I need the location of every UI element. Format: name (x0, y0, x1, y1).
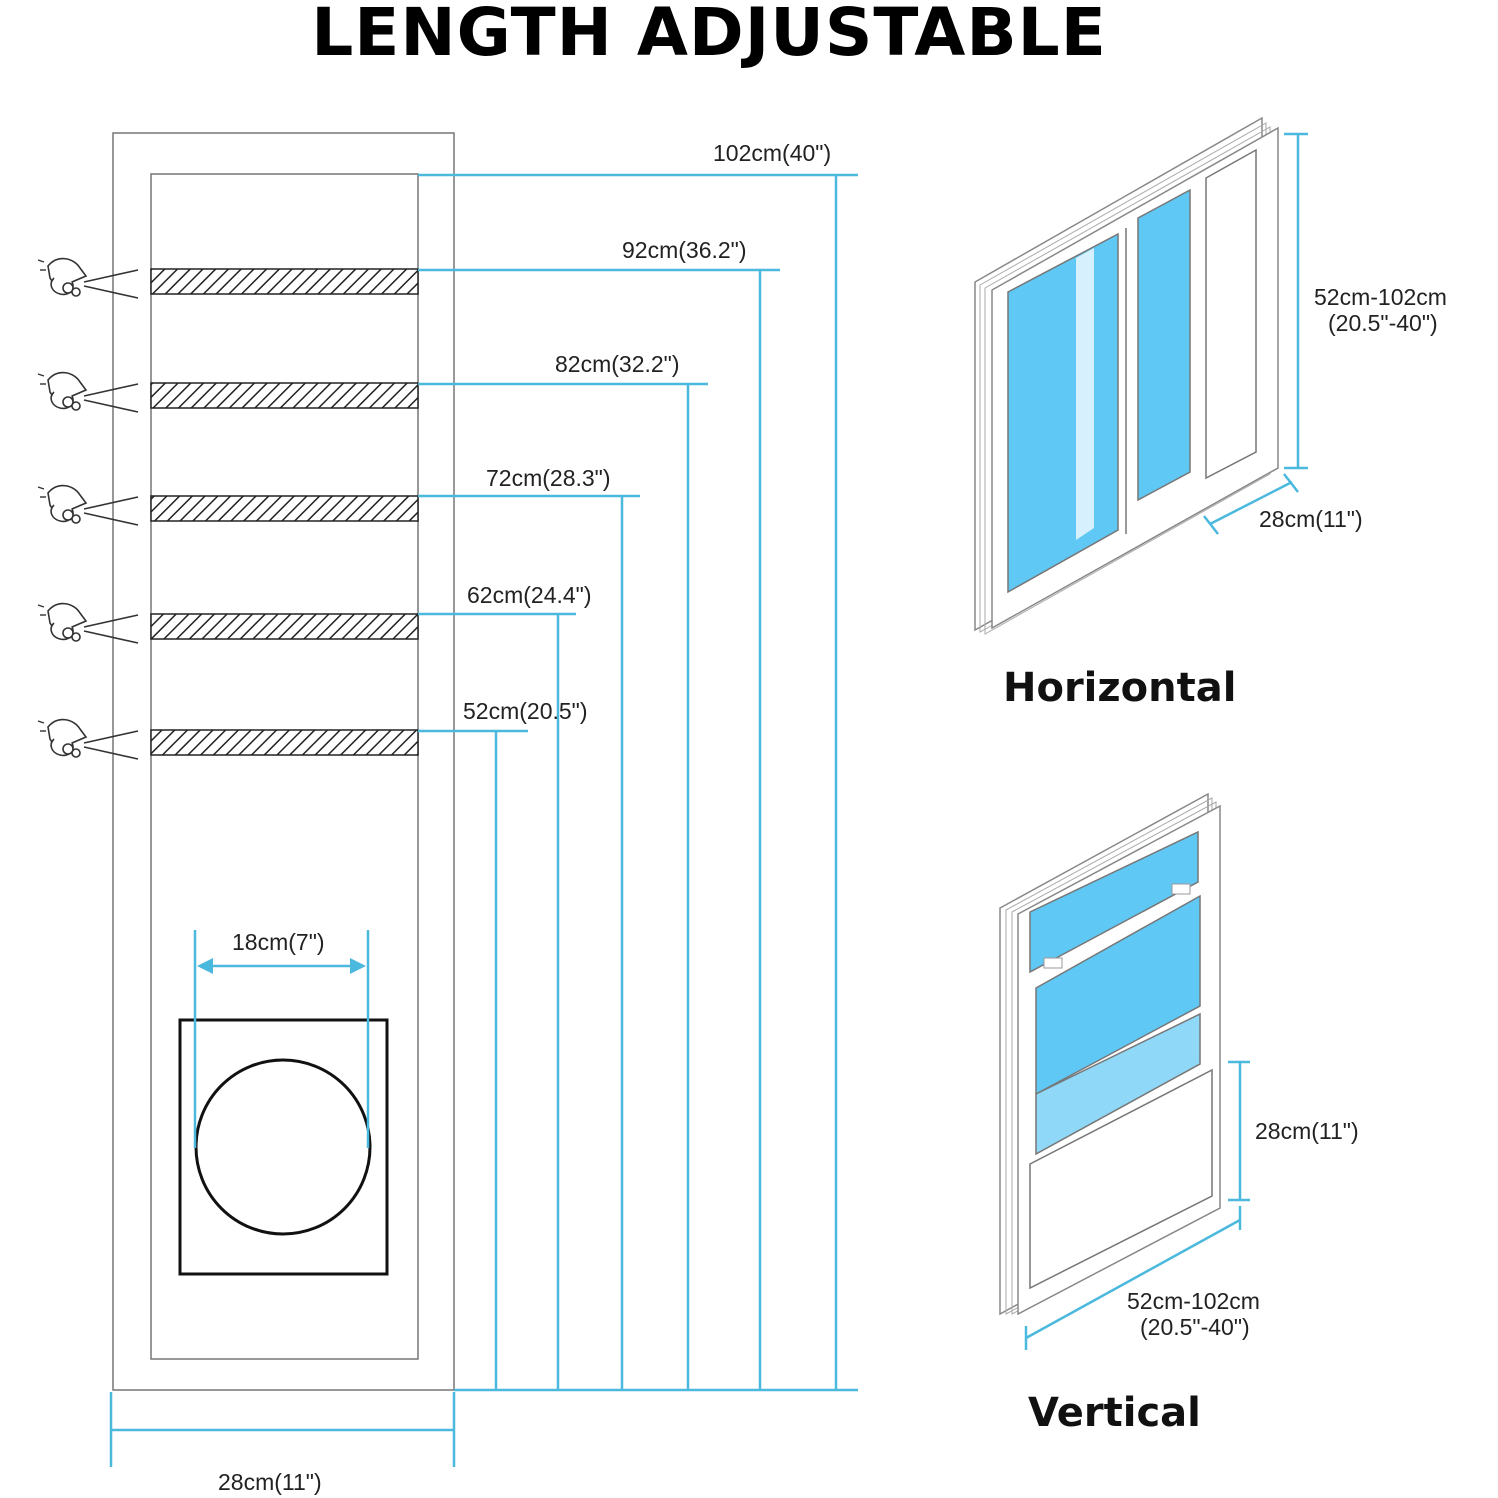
hole-width-label: 18cm(7") (232, 929, 325, 955)
length-label-102: 102cm(40") (713, 140, 831, 166)
vertical-caption: Vertical (1028, 1390, 1201, 1436)
vent-hole (194, 1058, 372, 1236)
vertical-glass-lower-sash (1035, 1012, 1201, 1156)
horizontal-depth-tick-a (1203, 515, 1219, 535)
cut-strip-72 (150, 495, 419, 522)
vertical-width-label-1: 52cm-102cm (1127, 1288, 1260, 1314)
horizontal-height-label-1: 52cm-102cm (1314, 284, 1447, 310)
length-label-82: 82cm(32.2") (555, 351, 680, 377)
vertical-height-label: 28cm(11") (1255, 1118, 1359, 1144)
length-label-92: 92cm(36.2") (622, 237, 747, 263)
cut-strip-82 (150, 382, 419, 409)
horizontal-depth-tick-b (1283, 473, 1299, 493)
hole-dim-arrow-right (350, 958, 366, 974)
cut-strip-52 (150, 729, 419, 756)
vertical-width-label-2: (20.5"-40") (1140, 1314, 1250, 1340)
horizontal-glass-right (1137, 188, 1191, 502)
horizontal-glass-left (1007, 232, 1119, 594)
horizontal-depth-label: 28cm(11") (1259, 506, 1363, 532)
scissors-icon (37, 371, 139, 413)
hole-dim-arrow-left (197, 958, 213, 974)
length-label-72: 72cm(28.3") (486, 465, 611, 491)
horizontal-height-label-2: (20.5"-40") (1328, 310, 1438, 336)
horizontal-caption: Horizontal (1003, 665, 1236, 711)
vertical-window (999, 792, 1221, 1316)
vent-plate (178, 1018, 389, 1276)
length-label-62: 62cm(24.4") (467, 582, 592, 608)
cut-strip-92 (150, 268, 419, 295)
cut-strip-62 (150, 613, 419, 640)
vertical-glass-upper-sash (1035, 894, 1201, 1096)
vertical-width-dim (1025, 1218, 1241, 1340)
horizontal-window (974, 116, 1279, 635)
page-title: LENGTH ADJUSTABLE (311, 0, 1107, 71)
scissors-icon (37, 602, 139, 644)
length-label-52: 52cm(20.5") (463, 698, 588, 724)
scissors-icon (37, 484, 139, 526)
scissors-icon (37, 257, 139, 299)
horizontal-depth-dim (1209, 480, 1293, 526)
panel-width-label: 28cm(11") (218, 1469, 322, 1495)
vertical-glass-top (1029, 830, 1199, 974)
scissors-icon (37, 718, 139, 760)
panel-outer-frame (112, 132, 455, 1391)
panel-inner-frame (150, 173, 419, 1360)
